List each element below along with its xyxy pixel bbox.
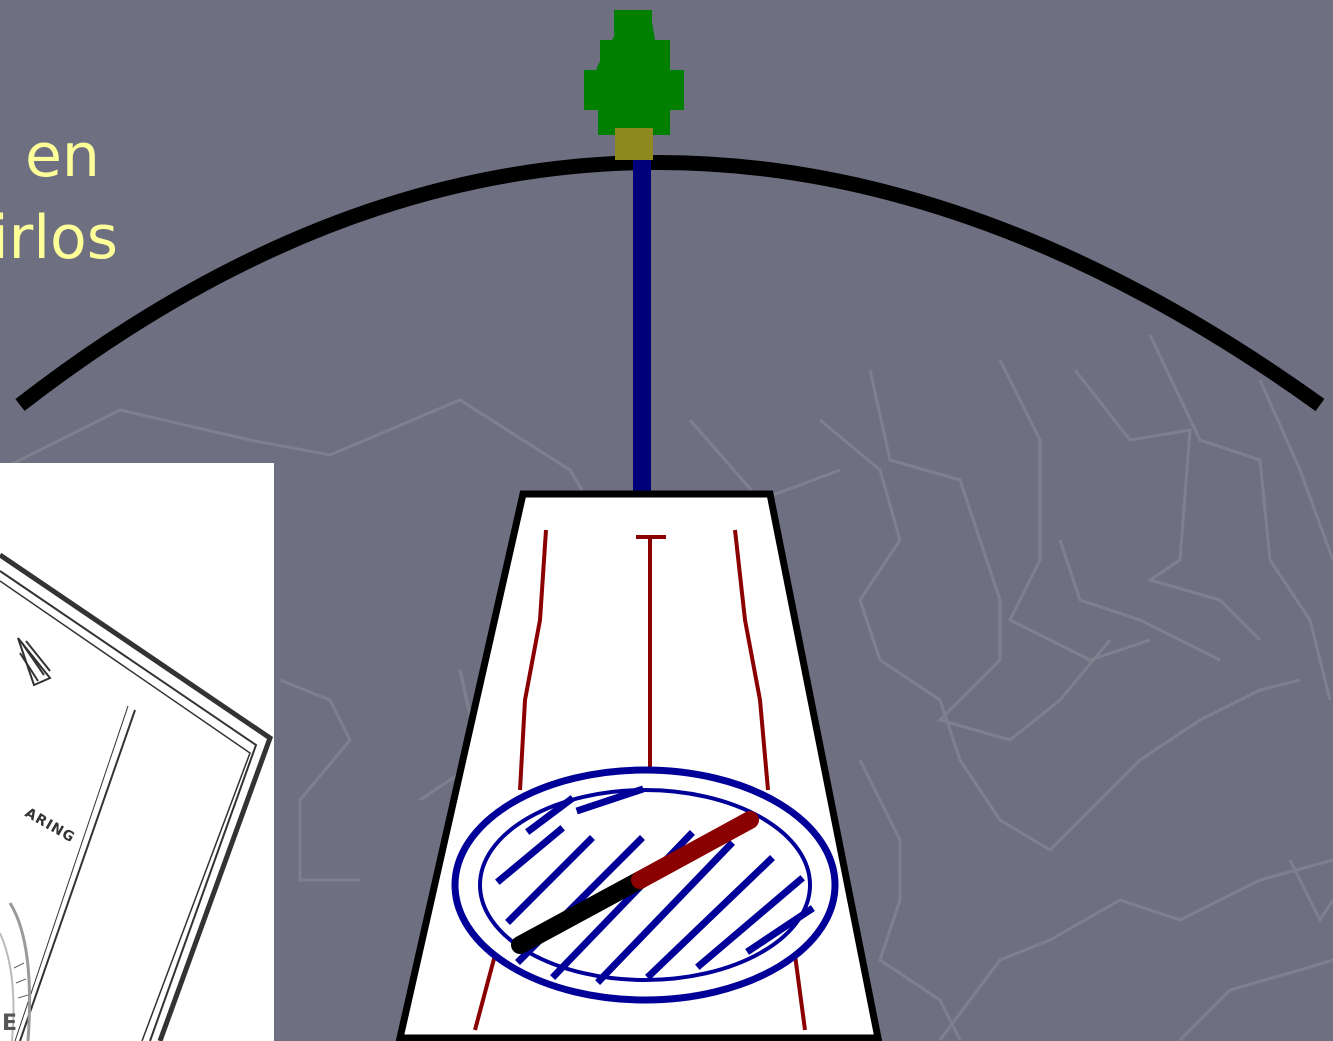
title-text-line-2: irlos <box>0 208 118 268</box>
compass-photo: ARING E <box>0 463 274 1041</box>
title-text-line-1: en <box>25 126 100 186</box>
arrow-icon <box>18 638 50 685</box>
sight-line <box>633 160 651 497</box>
compass-dial-icon <box>455 770 835 1000</box>
tree-icon <box>584 10 684 160</box>
horizon-arc <box>20 163 1320 406</box>
e-label: E <box>2 1011 17 1036</box>
compass-photo-drawing <box>0 463 274 1041</box>
